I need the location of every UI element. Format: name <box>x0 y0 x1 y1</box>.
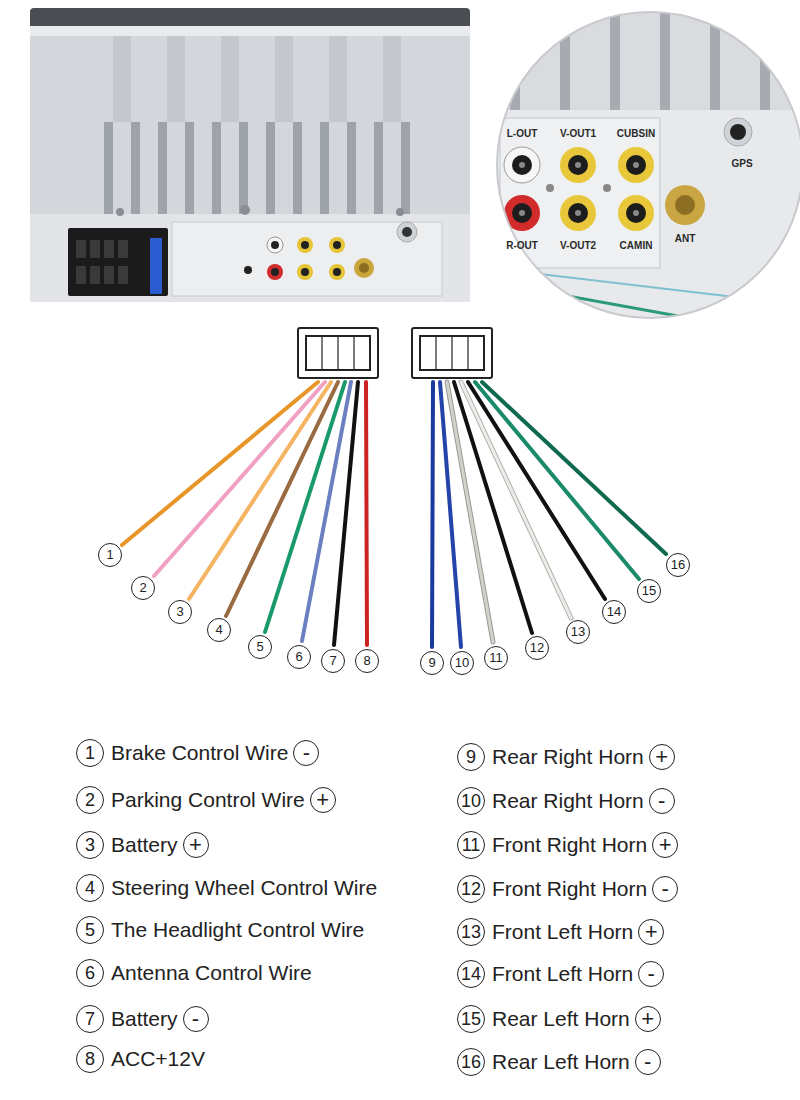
polarity-sign: + <box>638 919 664 945</box>
list-number: 10 <box>457 787 485 815</box>
wire-description: Front Left Horn <box>492 920 633 944</box>
wire-description: Rear Right Horn <box>492 789 644 813</box>
callout-number: 9 <box>420 651 444 675</box>
polarity-sign: + <box>635 1006 661 1032</box>
head-unit <box>30 8 470 302</box>
wire-connector <box>298 328 492 378</box>
polarity-sign: + <box>310 787 336 813</box>
callout-number: 13 <box>566 620 590 644</box>
jack-label: V-OUT1 <box>560 128 596 139</box>
jack-label: L-OUT <box>507 128 538 139</box>
list-number: 15 <box>457 1005 485 1033</box>
list-number: 12 <box>457 875 485 903</box>
callout-number: 3 <box>168 600 192 624</box>
wire-description: Battery <box>111 833 178 857</box>
wire-description: Front Right Horn <box>492 833 647 857</box>
wires <box>122 382 666 647</box>
wire-description: Rear Left Horn <box>492 1050 630 1074</box>
polarity-sign: + <box>183 832 209 858</box>
callout-number: 16 <box>666 553 690 577</box>
list-number: 14 <box>457 960 485 988</box>
wire-description: Front Left Horn <box>492 962 633 986</box>
polarity-sign: - <box>183 1006 209 1032</box>
polarity-sign: + <box>652 832 678 858</box>
jack-label: CUBSIN <box>617 128 655 139</box>
callout-number: 15 <box>637 579 661 603</box>
wire-description: Steering Wheel Control Wire <box>111 876 377 900</box>
callout-number: 8 <box>355 649 379 673</box>
callout-number: 1 <box>98 543 122 567</box>
callout-number: 6 <box>287 645 311 669</box>
jack-label: ANT <box>675 233 696 244</box>
callout-number: 10 <box>450 651 474 675</box>
jack-label: GPS <box>731 158 752 169</box>
list-number: 13 <box>457 918 485 946</box>
polarity-sign: - <box>635 1049 661 1075</box>
list-number: 5 <box>76 916 104 944</box>
jack-label: R-OUT <box>506 240 538 251</box>
wire-description: Brake Control Wire <box>111 741 288 765</box>
callout-number: 5 <box>248 635 272 659</box>
wire-description: Front Right Horn <box>492 877 647 901</box>
wire-description: Antenna Control Wire <box>111 961 312 985</box>
list-number: 9 <box>457 743 485 771</box>
polarity-sign: - <box>652 876 678 902</box>
list-number: 2 <box>76 786 104 814</box>
list-number: 8 <box>76 1045 104 1073</box>
list-number: 7 <box>76 1005 104 1033</box>
wire-description: Battery <box>111 1007 178 1031</box>
jack-label: V-OUT2 <box>560 240 596 251</box>
list-number: 1 <box>76 739 104 767</box>
list-number: 11 <box>457 831 485 859</box>
callout-number: 4 <box>207 618 231 642</box>
wire-description: ACC+12V <box>111 1047 205 1071</box>
list-number: 3 <box>76 831 104 859</box>
wire-description: Rear Right Horn <box>492 745 644 769</box>
jack-label: CAMIN <box>620 240 653 251</box>
zoom-detail <box>490 10 800 330</box>
polarity-sign: - <box>293 740 319 766</box>
wire-description: Rear Left Horn <box>492 1007 630 1031</box>
callout-number: 12 <box>525 636 549 660</box>
list-number: 6 <box>76 959 104 987</box>
callout-number: 14 <box>602 600 626 624</box>
wire-description: Parking Control Wire <box>111 788 305 812</box>
callout-number: 7 <box>321 649 345 673</box>
callout-number: 2 <box>131 576 155 600</box>
polarity-sign: - <box>649 788 675 814</box>
list-number: 16 <box>457 1048 485 1076</box>
polarity-sign: - <box>638 961 664 987</box>
callout-number: 11 <box>484 646 508 670</box>
polarity-sign: + <box>649 744 675 770</box>
list-number: 4 <box>76 874 104 902</box>
wire-description: The Headlight Control Wire <box>111 918 364 942</box>
